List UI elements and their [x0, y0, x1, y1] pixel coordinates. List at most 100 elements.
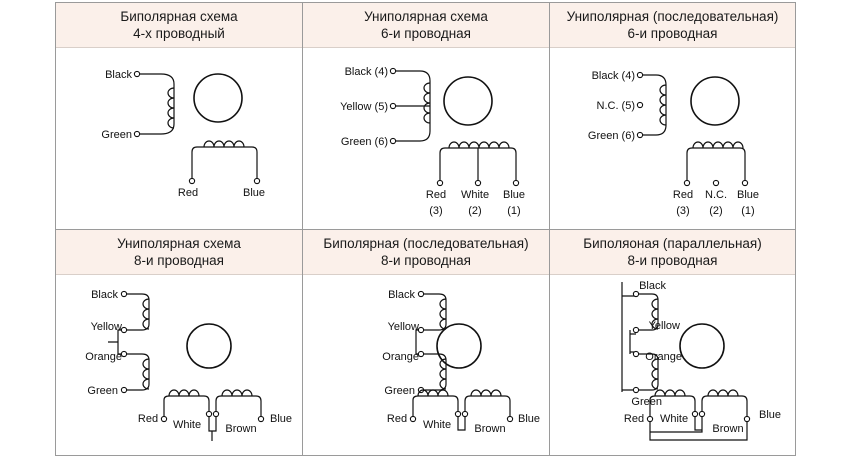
label-brown: Brown — [225, 423, 256, 435]
terminal — [698, 410, 706, 418]
wiring-diagram: Black (4) N.C. (5) Green (6) Red N.C. Bl… — [588, 70, 759, 217]
terminal — [636, 71, 644, 79]
wiring-diagram: Black (4) Yellow (5) Green (6) Red White… — [340, 66, 525, 217]
label-blue: Blue — [759, 409, 781, 421]
panel-title: Униполярная схема — [117, 236, 241, 251]
wire — [215, 395, 262, 419]
wire — [649, 395, 696, 419]
terminal — [133, 130, 141, 138]
terminal — [632, 290, 640, 298]
wire — [701, 395, 748, 419]
coil-a — [167, 87, 175, 129]
center-tap-wire — [208, 414, 217, 441]
label-black: Black (4) — [345, 66, 388, 78]
label-red: Red — [673, 189, 693, 201]
terminal — [743, 415, 751, 423]
terminal — [712, 179, 720, 187]
label-yellow: Yellow — [91, 321, 122, 333]
wire — [640, 74, 667, 136]
terminal — [474, 179, 482, 187]
wire — [163, 395, 210, 419]
label-nc: N.C. (5) — [597, 100, 636, 112]
coil-b1 — [168, 389, 200, 397]
label-green: Green — [384, 385, 415, 397]
coil-b — [203, 140, 245, 148]
panel-subtitle: 6-и проводная — [380, 26, 471, 41]
terminal — [389, 137, 397, 145]
coil-a2 — [439, 358, 447, 390]
coil-a1 — [142, 298, 150, 330]
label-brown: Brown — [474, 423, 505, 435]
wire — [124, 293, 150, 331]
terminal — [389, 102, 397, 110]
label-number-1: (1) — [741, 205, 754, 217]
rotor-circle — [436, 323, 482, 369]
terminal — [636, 131, 644, 139]
terminal — [512, 179, 520, 187]
coil-a — [423, 82, 431, 124]
wire — [636, 353, 659, 391]
rotor-circle — [186, 323, 232, 369]
terminal — [741, 179, 749, 187]
label-orange: Orange — [85, 351, 122, 363]
terminal — [212, 410, 220, 418]
coil-a2 — [651, 358, 659, 390]
coil-a2 — [142, 358, 150, 390]
label-blue: Blue — [503, 189, 525, 201]
label-orange: Orange — [645, 351, 682, 363]
label-black: Black — [639, 280, 666, 292]
terminal — [120, 386, 128, 394]
terminal — [409, 415, 417, 423]
terminal — [454, 410, 462, 418]
wiring-diagram: Black Yellow Orange Green Red White Brow… — [85, 289, 292, 441]
label-yellow: Yellow (5) — [340, 101, 388, 113]
terminal — [389, 67, 397, 75]
panel-unipolar-series-6-wire: Униполярная (последовательная) 6-и прово… — [549, 2, 796, 230]
terminal — [160, 415, 168, 423]
label-green: Green (6) — [341, 136, 388, 148]
wire — [191, 146, 258, 181]
label-blue: Blue — [518, 413, 540, 425]
terminal — [133, 70, 141, 78]
label-red: Red — [138, 413, 158, 425]
terminal — [461, 410, 469, 418]
coil-b — [448, 141, 510, 149]
label-number-2: (2) — [709, 205, 722, 217]
panel-header: Униполярная (последовательная) 6-и прово… — [550, 3, 795, 48]
label-yellow: Yellow — [388, 321, 419, 333]
wire — [686, 147, 746, 183]
wire — [464, 395, 511, 419]
label-green: Green — [87, 385, 118, 397]
terminal — [632, 350, 640, 358]
rotor-circle — [443, 76, 493, 126]
terminal — [120, 290, 128, 298]
coil-b1 — [654, 389, 686, 397]
panel-title: Биполярная (последовательная) — [323, 236, 529, 251]
wire — [421, 293, 447, 331]
panel-subtitle: 8-и проводная — [627, 253, 718, 268]
terminal — [253, 177, 261, 185]
label-red: Red — [178, 187, 198, 199]
label-green: Green (6) — [588, 130, 635, 142]
label-nc-bottom: N.C. — [705, 189, 727, 201]
terminal — [632, 386, 640, 394]
terminal — [417, 326, 425, 334]
label-white: White — [173, 419, 201, 431]
coil-a1 — [439, 298, 447, 330]
label-green: Green — [631, 396, 662, 408]
panel-bipolar-parallel-8-wire: Биполяоная (параллельная) 8-и проводная … — [549, 229, 796, 456]
coil-b2 — [221, 389, 253, 397]
panel-header: Биполярная (последовательная) 8-и провод… — [303, 230, 549, 275]
coil-b — [692, 141, 744, 149]
label-number-3: (3) — [429, 205, 442, 217]
label-number-1: (1) — [507, 205, 520, 217]
terminal — [120, 350, 128, 358]
terminal — [636, 101, 644, 109]
terminal — [417, 350, 425, 358]
panel-bipolar-series-8-wire: Биполярная (последовательная) 8-и провод… — [302, 229, 550, 456]
panel-header: Биполярная схема 4-х проводный — [56, 3, 302, 48]
coil-a1 — [651, 298, 659, 330]
wiring-diagram: Black Yellow Orange Green Red White Brow… — [382, 289, 540, 435]
parallel-bus-bottom — [649, 414, 748, 441]
terminal — [120, 326, 128, 334]
